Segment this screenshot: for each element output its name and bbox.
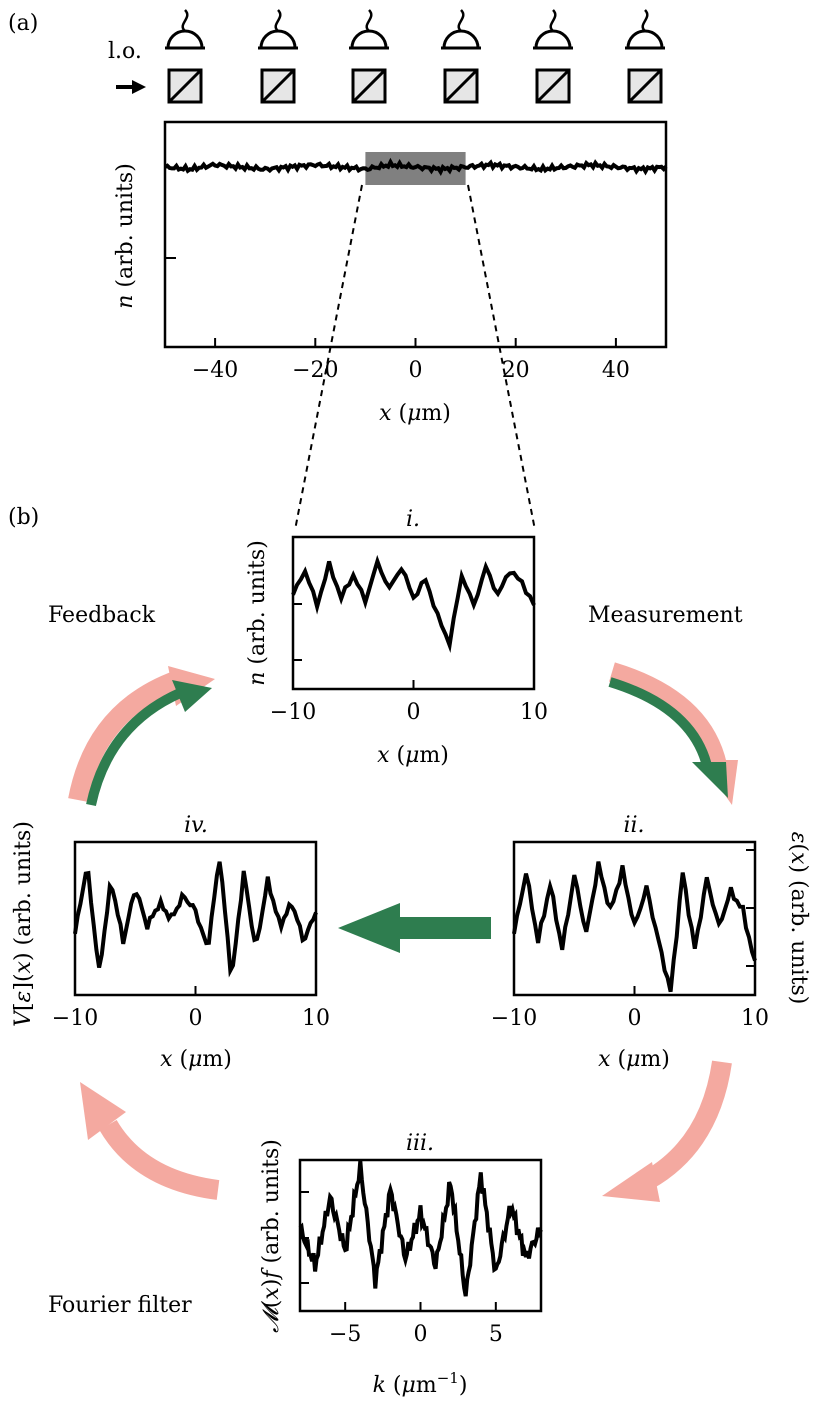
x-tick-label: −5 [329,1322,361,1347]
x-axis-label: x (μm) [379,401,451,426]
subplot-title: i. [406,507,420,532]
beamsplitter-icon [535,68,571,104]
x-axis-label: x (μm) [160,1047,232,1072]
series-line [291,554,536,653]
beamsplitter-row [167,68,663,104]
x-tick-label: −10 [52,1006,98,1031]
subplot-title: ii. [623,813,644,838]
series-line [298,1160,543,1297]
x-axis-label: x (μm) [377,743,449,768]
density-series-line [164,157,668,176]
subplot-title: iii. [406,1131,434,1156]
beamsplitter-icon [351,68,387,104]
beamsplitter-icon [260,68,296,104]
detector-icon [163,8,207,50]
series-line [73,861,318,978]
input-arrow-icon [116,80,146,94]
plot-density-full: −40 −20 0 20 40 x (μm) n (arb. units) [113,120,668,426]
x-tick-label: 0 [409,358,423,383]
x-tick-label: −40 [192,358,238,383]
panel-a-label: (a) [8,11,38,36]
zoom-line-right [467,184,536,531]
detector-icon [347,8,391,50]
x-tick-label: 0 [407,700,421,725]
subplot-title: iv. [184,813,208,838]
beamsplitter-icon [443,68,479,104]
x-tick-label: 10 [302,1006,330,1031]
step-feedback-label: Feedback [48,603,156,628]
x-ticks: −5 0 5 [329,1302,503,1347]
beamsplitter-icon [627,68,663,104]
y-axis-label: 𝓜(x)f (arb. units) [259,1139,284,1333]
x-ticks: −10 0 10 [52,986,330,1031]
panel-b-label: (b) [8,505,39,530]
x-tick-label: 0 [628,1006,642,1031]
x-tick-label: 40 [602,358,630,383]
x-tick-label: 0 [189,1006,203,1031]
arrow-measurement-icon [608,662,738,805]
y-axis-label: n (arb. units) [245,540,270,686]
arrow-to-iv-icon [338,903,491,953]
x-ticks: −10 0 10 [270,680,548,725]
x-tick-label: −10 [270,700,316,725]
detector-icon [256,8,300,50]
lo-label: l.o. [108,39,142,64]
plot-feedback-potential: −10 0 10 iv. x (μm) V[ε](x) (arb. units) [11,813,330,1072]
detector-icon [439,8,483,50]
x-ticks: −40 −20 0 20 40 [192,338,630,383]
plot-fourier-filter: −5 0 5 iii. k (μm−1) 𝓜(x)f (arb. units) [259,1131,543,1398]
x-tick-label: 5 [489,1322,503,1347]
x-axis-label: x (μm) [598,1047,670,1072]
zoom-line-left [294,184,363,531]
x-tick-label: −10 [491,1006,537,1031]
x-tick-label: 20 [502,358,530,383]
y-axis-label: V[ε](x) (arb. units) [11,821,36,1027]
y-axis-label: ε(x) (arb. units) [786,832,811,1005]
arrow-from-fourier-icon [80,1082,220,1200]
detector-row [163,8,667,50]
x-tick-label: 0 [414,1322,428,1347]
x-tick-label: 10 [741,1006,769,1031]
y-axis-label: n (arb. units) [113,163,138,309]
arrow-to-fourier-icon [602,1060,732,1202]
plot-density-zoom: −10 0 10 i. x (μm) n (arb. units) [245,507,548,768]
step-fourier-filter-label: Fourier filter [48,1293,192,1318]
step-measurement-label: Measurement [588,603,743,628]
series-line [512,861,757,993]
x-axis-label: k (μm−1) [373,1369,468,1398]
detector-icon [623,8,667,50]
x-ticks: −10 0 10 [491,986,769,1031]
plot-frame [291,535,536,691]
beamsplitter-icon [167,68,203,104]
arrow-feedback-icon [68,666,215,807]
x-tick-label: −20 [292,358,338,383]
x-tick-label: 10 [520,700,548,725]
plot-measurement: −10 0 10 ii. x (μm) ε(x) (arb. units) [491,813,811,1072]
detector-icon [531,8,575,50]
